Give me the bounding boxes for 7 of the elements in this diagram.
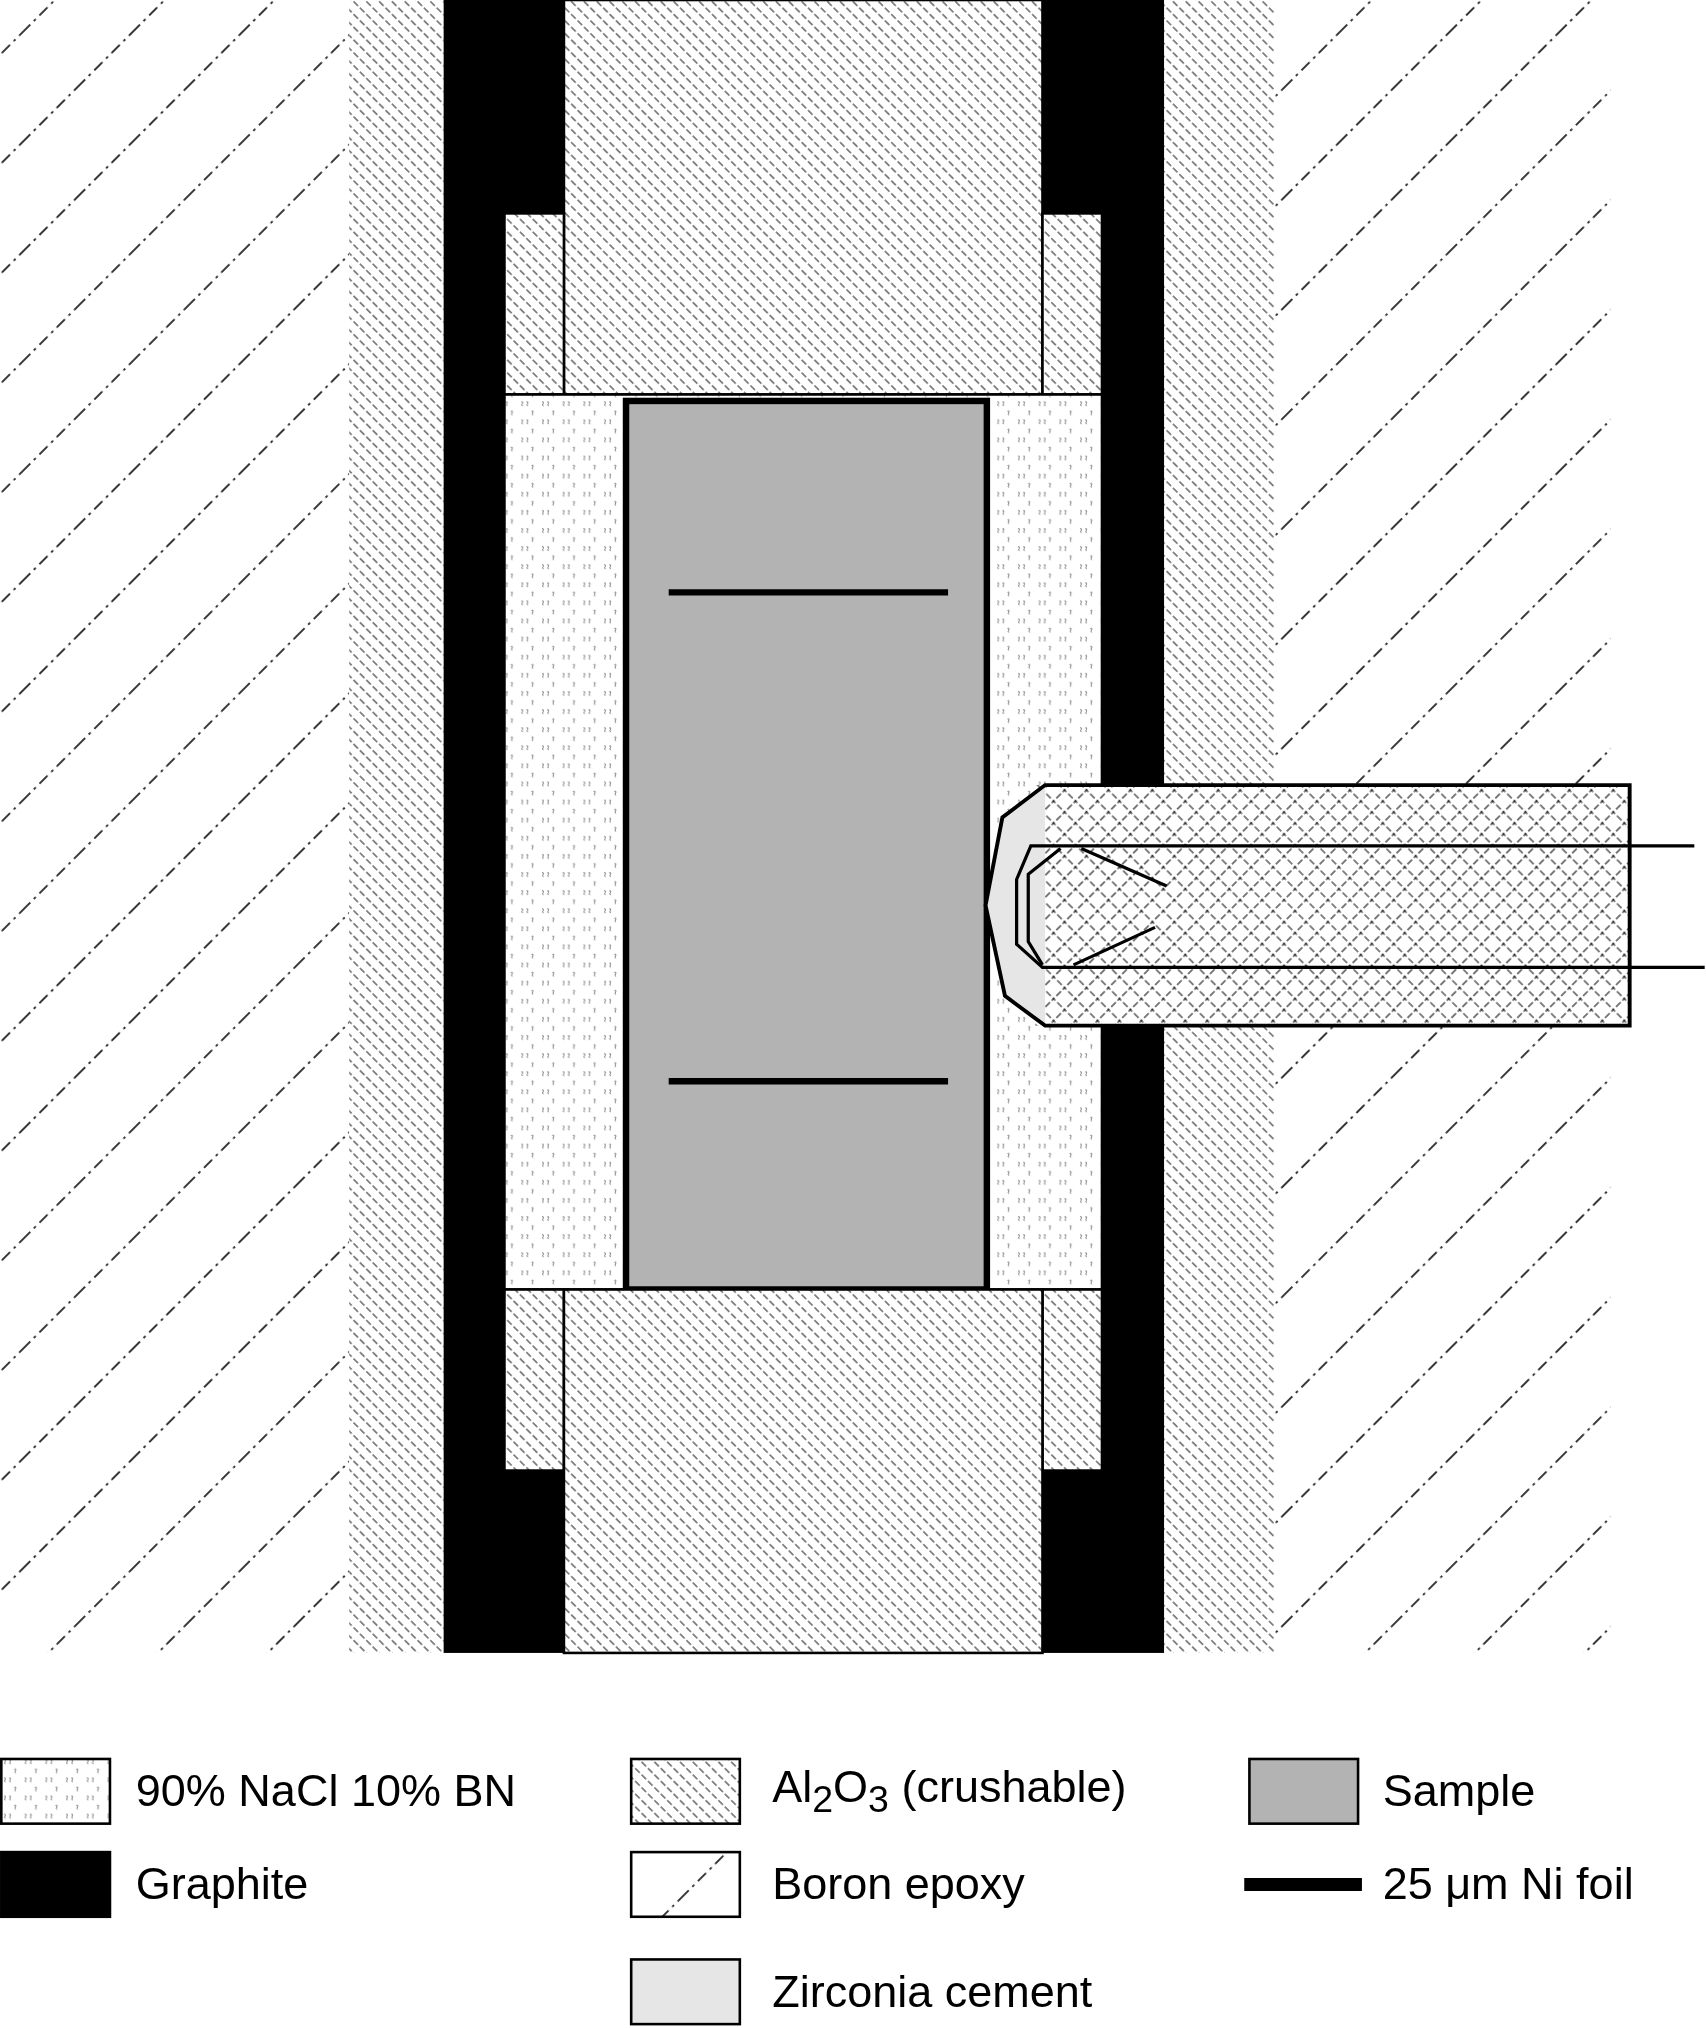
- legend-label: 90% NaCl 10% BN: [135, 1766, 516, 1817]
- legend-label: Sample: [1382, 1766, 1536, 1817]
- legend-label: Al$_{2}$O$_{3}$ (crushable): [772, 1762, 1127, 1821]
- legend-label: 25 μm Ni foil: [1382, 1859, 1634, 1910]
- legend-label: Boron epoxy: [772, 1859, 1025, 1910]
- legend-label: Zirconia cement: [772, 1967, 1093, 2017]
- legend-label: Graphite: [135, 1859, 309, 1910]
